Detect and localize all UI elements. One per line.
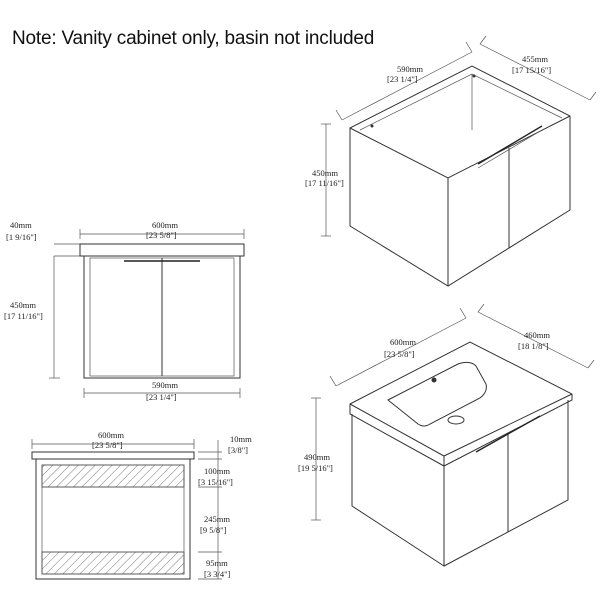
iso-cabinet-width-mm: 590mm [397, 64, 423, 74]
section-shelf1-mm: 100mm [204, 466, 230, 476]
front-height-in: [17 11/16"] [4, 311, 43, 321]
section-shelf2-in: [3 3/4"] [204, 569, 231, 579]
section-width-in: [23 5/8"] [92, 440, 123, 450]
section-gap-in: [9 5/8"] [200, 525, 227, 535]
iso-basin-depth-in: [18 1/8"] [518, 341, 549, 351]
section-shelf2-mm: 95mm [206, 558, 228, 568]
section-width-mm: 600mm [98, 430, 124, 440]
iso-cabinet-width-in: [23 1/4"] [387, 74, 418, 84]
front-top-thickness-mm: 40mm [10, 220, 32, 230]
front-top-width-in: [23 5/8"] [146, 230, 177, 240]
front-view: 600mm [23 5/8"] 40mm [1 9/16"] 450mm [17… [4, 220, 245, 402]
front-height-mm: 450mm [10, 300, 36, 310]
iso-basin-height-in: [19 5/16"] [298, 463, 333, 473]
iso-basin-view: 600mm [23 5/8"] 460mm [18 1/8"] 490mm [1… [298, 303, 595, 567]
iso-cabinet-view: 590mm [23 1/4"] 455mm [17 15/16"] 450mm … [305, 35, 597, 287]
section-gap-mm: 245mm [204, 514, 230, 524]
iso-cabinet-height-mm: 450mm [312, 168, 338, 178]
section-shelf1-in: [3 15/16"] [198, 477, 233, 487]
iso-basin-width-mm: 600mm [390, 337, 416, 347]
iso-cabinet-height-in: [17 11/16"] [305, 178, 344, 188]
iso-basin-height-mm: 490mm [304, 452, 330, 462]
front-bottom-width-in: [23 1/4"] [146, 392, 177, 402]
section-top-mm: 10mm [230, 434, 252, 444]
iso-basin-depth-mm: 460mm [524, 330, 550, 340]
iso-cabinet-depth-mm: 455mm [522, 54, 548, 64]
section-top-in: [3/8"] [228, 445, 248, 455]
iso-basin-width-in: [23 5/8"] [384, 349, 415, 359]
front-bottom-width-mm: 590mm [152, 380, 178, 390]
iso-cabinet-depth-in: [17 15/16"] [512, 65, 551, 75]
note-text: Note: Vanity cabinet only, basin not inc… [12, 28, 375, 49]
front-top-width-mm: 600mm [152, 220, 178, 230]
section-view: 600mm [23 5/8"] 10mm [3/8"] 100mm [3 15/… [31, 430, 252, 580]
front-top-thickness-in: [1 9/16"] [6, 232, 37, 242]
